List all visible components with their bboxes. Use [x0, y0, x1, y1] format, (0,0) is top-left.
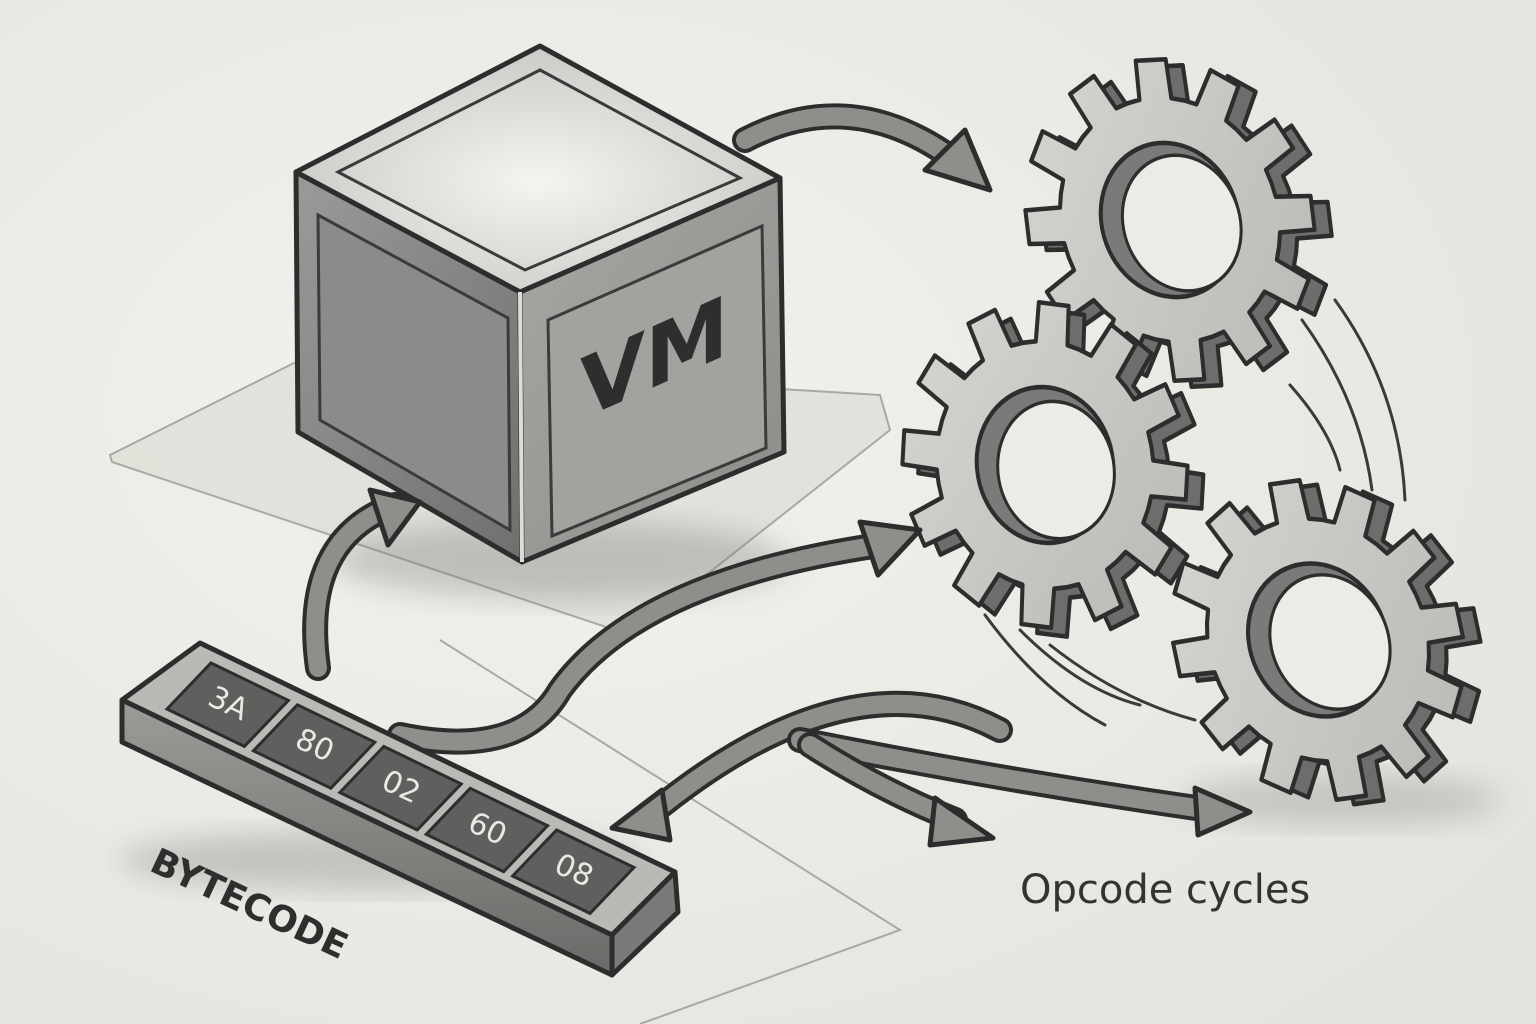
byte-cell: 60	[423, 786, 551, 874]
byte-cell: 02	[337, 744, 464, 832]
byte-cell: 80	[250, 702, 378, 791]
gear-icon-bottom	[1171, 478, 1483, 807]
gear-group	[900, 57, 1483, 807]
gear-icon-middle	[900, 299, 1206, 639]
opcode-cycles-label: Opcode cycles	[1020, 867, 1310, 913]
arrow-icon	[302, 103, 1253, 848]
motion-lines	[983, 298, 1407, 727]
byte-cell: 08	[510, 828, 637, 916]
byte-cell: 3A	[164, 661, 291, 749]
vm-cube-icon: VM	[293, 43, 787, 565]
cube-shadow	[330, 520, 790, 600]
gear-icon-top	[1023, 57, 1334, 389]
